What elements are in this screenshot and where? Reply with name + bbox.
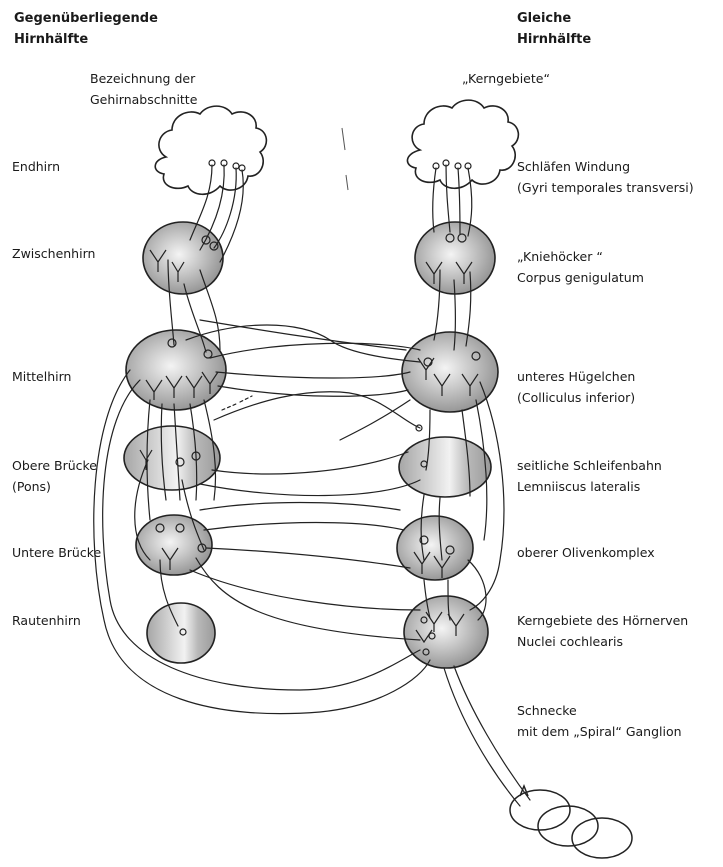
nucleus-rautenhirn-left bbox=[147, 603, 215, 663]
nucleus-obere-bruecke-left bbox=[124, 426, 220, 490]
artifact-mark bbox=[342, 128, 348, 190]
nucleus-kniehoecker-right bbox=[415, 222, 495, 294]
nucleus-huegelchen-right bbox=[402, 332, 498, 412]
nucleus-olivenkomplex-right bbox=[397, 516, 473, 580]
nucleus-schleifenbahn-right bbox=[399, 437, 491, 497]
cortex-right-cloud bbox=[407, 100, 518, 188]
